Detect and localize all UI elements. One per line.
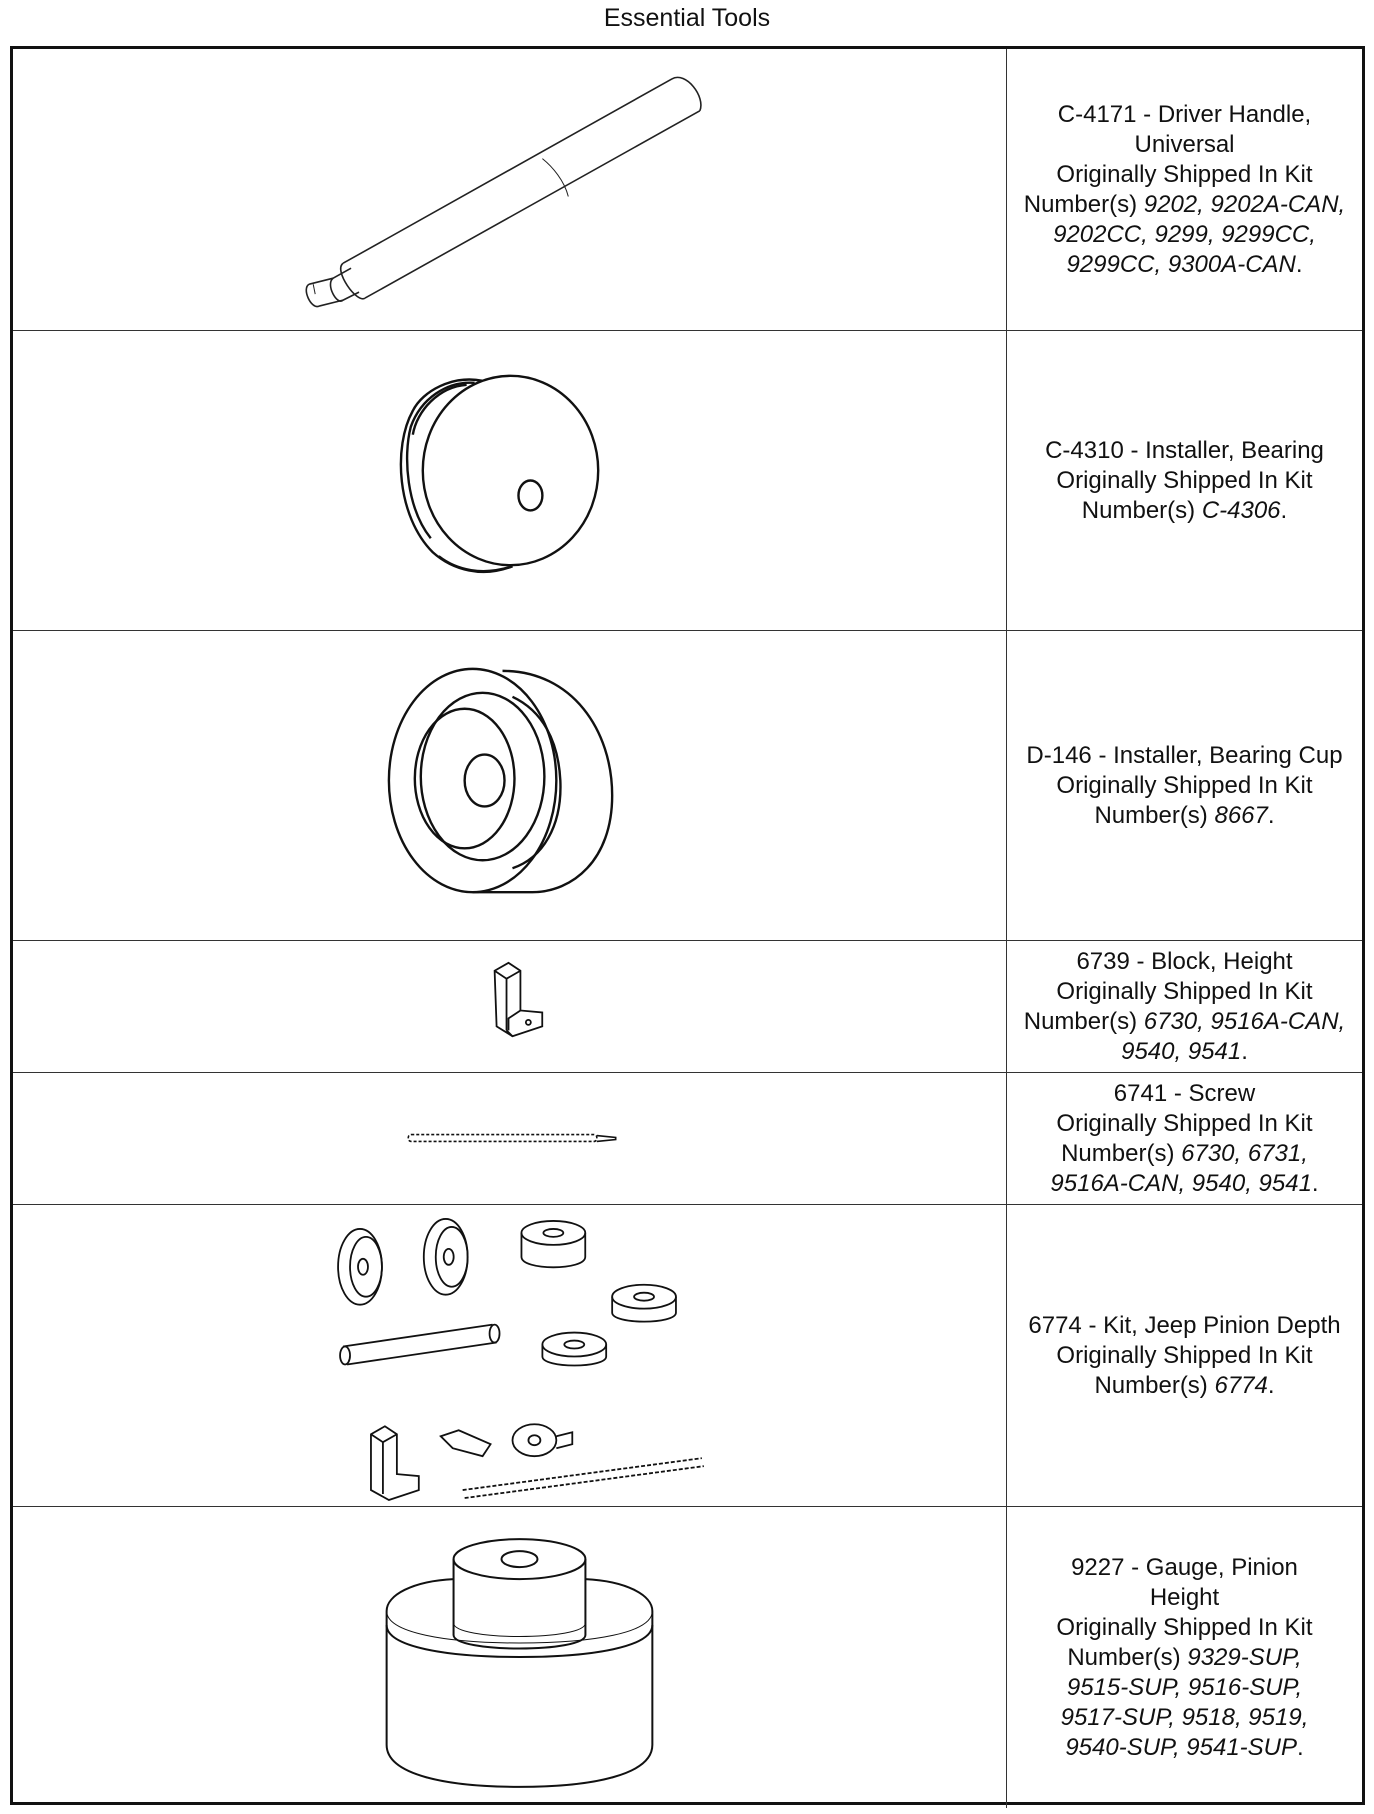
- tool-description: 6774 - Kit, Jeep Pinion Depth Originally…: [1015, 1311, 1355, 1401]
- shipped-label: Originally Shipped In Kit Number(s): [1056, 1109, 1313, 1167]
- tool-row: C-4310 - Installer, Bearing Originally S…: [13, 331, 1362, 631]
- tool-row: 6739 - Block, Height Originally Shipped …: [13, 941, 1362, 1073]
- tool-name: 6741 - Screw: [1113, 1079, 1256, 1107]
- shipped-label: Originally Shipped In Kit Number(s): [1023, 160, 1313, 218]
- suffix: .: [1295, 250, 1303, 278]
- tool-row: C-4171 - Driver Handle, Universal Origin…: [13, 49, 1362, 331]
- tool-description-cell: C-4310 - Installer, Bearing Originally S…: [1007, 331, 1362, 630]
- tool-name: D-146 - Installer, Bearing Cup: [1026, 741, 1343, 769]
- tool-description-cell: 6741 - Screw Originally Shipped In Kit N…: [1007, 1073, 1362, 1204]
- kit-numbers: 6730, 6731, 9516A-CAN, 9540, 9541: [1050, 1139, 1312, 1197]
- page-title: Essential Tools: [603, 4, 771, 32]
- tool-name: 9227 - Gauge, Pinion Height: [1071, 1553, 1298, 1611]
- tool-image-cell: [13, 1507, 1007, 1808]
- tools-table: C-4171 - Driver Handle, Universal Origin…: [10, 46, 1365, 1808]
- tool-description: C-4171 - Driver Handle, Universal Origin…: [1015, 100, 1355, 280]
- tool-row: 6741 - Screw Originally Shipped In Kit N…: [13, 1073, 1362, 1205]
- kit-numbers: 8667: [1214, 801, 1268, 829]
- suffix: .: [1280, 496, 1288, 524]
- tool-image-cell: [13, 941, 1007, 1072]
- tool-description-cell: D-146 - Installer, Bearing Cup Originall…: [1007, 631, 1362, 940]
- shipped-label: Originally Shipped In Kit Number(s): [1056, 771, 1313, 829]
- tool-row: 6774 - Kit, Jeep Pinion Depth Originally…: [13, 1205, 1362, 1507]
- kit-numbers: 9202, 9202A-CAN, 9202CC, 9299, 9299CC, 9…: [1053, 190, 1346, 278]
- height-block-icon: [13, 941, 1006, 1072]
- pinion-height-gauge-icon: [13, 1507, 1006, 1808]
- kit-numbers: C-4306: [1201, 496, 1281, 524]
- suffix: .: [1267, 801, 1275, 829]
- suffix: .: [1241, 1037, 1248, 1065]
- driver-handle-icon: [13, 49, 1006, 330]
- screw-icon: [13, 1073, 1006, 1204]
- pinion-depth-kit-icon: [13, 1205, 1006, 1506]
- bearing-cup-installer-icon: [13, 631, 1006, 940]
- suffix: .: [1311, 1169, 1319, 1197]
- tool-name: 6739 - Block, Height: [1076, 947, 1293, 975]
- shipped-label: Originally Shipped In Kit Number(s): [1056, 466, 1313, 524]
- tool-description: D-146 - Installer, Bearing Cup Originall…: [1015, 741, 1355, 831]
- tool-image-cell: [13, 1205, 1007, 1506]
- kit-numbers: 9329-SUP, 9515-SUP, 9516-SUP, 9517-SUP, …: [1060, 1643, 1309, 1761]
- suffix: .: [1267, 1371, 1275, 1399]
- tool-description: C-4310 - Installer, Bearing Originally S…: [1035, 436, 1335, 526]
- kit-numbers: 6730, 9516A-CAN, 9540, 9541: [1121, 1007, 1346, 1065]
- tool-description: 6739 - Block, Height Originally Shipped …: [1015, 947, 1355, 1067]
- shipped-label: Originally Shipped In Kit Number(s): [1056, 1613, 1313, 1671]
- tool-row: D-146 - Installer, Bearing Cup Originall…: [13, 631, 1362, 941]
- tool-description: 9227 - Gauge, Pinion Height Originally S…: [1035, 1553, 1335, 1763]
- bearing-installer-icon: [13, 331, 1006, 630]
- shipped-label: Originally Shipped In Kit Number(s): [1023, 977, 1313, 1035]
- tool-image-cell: [13, 1073, 1007, 1204]
- tool-description-cell: C-4171 - Driver Handle, Universal Origin…: [1007, 49, 1362, 330]
- tool-name: 6774 - Kit, Jeep Pinion Depth: [1028, 1311, 1341, 1339]
- tool-image-cell: [13, 331, 1007, 630]
- tool-image-cell: [13, 631, 1007, 940]
- tool-description-cell: 6774 - Kit, Jeep Pinion Depth Originally…: [1007, 1205, 1362, 1506]
- tool-row: 9227 - Gauge, Pinion Height Originally S…: [13, 1507, 1362, 1808]
- tool-name: C-4171 - Driver Handle, Universal: [1057, 100, 1312, 158]
- suffix: .: [1297, 1733, 1304, 1761]
- tool-image-cell: [13, 49, 1007, 330]
- kit-numbers: 6774: [1214, 1371, 1268, 1399]
- tool-description-cell: 6739 - Block, Height Originally Shipped …: [1007, 941, 1362, 1072]
- tool-description: 6741 - Screw Originally Shipped In Kit N…: [1035, 1079, 1335, 1199]
- shipped-label: Originally Shipped In Kit Number(s): [1056, 1341, 1313, 1399]
- tool-name: C-4310 - Installer, Bearing: [1045, 436, 1324, 464]
- tool-description-cell: 9227 - Gauge, Pinion Height Originally S…: [1007, 1507, 1362, 1808]
